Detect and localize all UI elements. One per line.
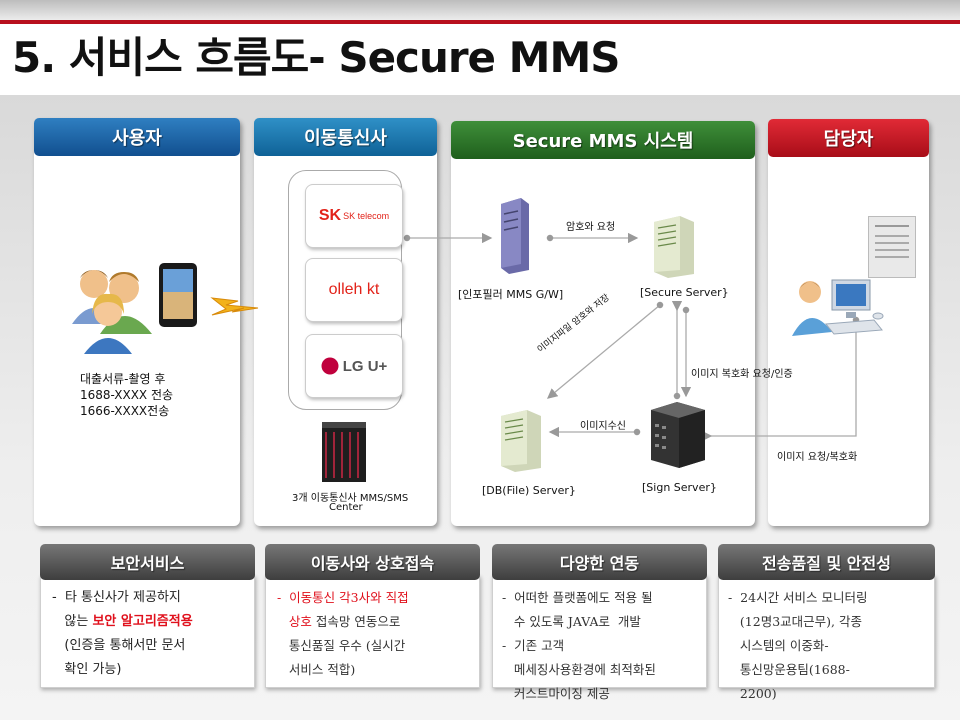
mms-center-label-1: 3개 이동통신사 MMS/SMS bbox=[292, 493, 409, 504]
feature-security-line-3: (인증을 통해서만 문서 bbox=[52, 638, 186, 653]
feature-quality-line-2: (12명3교대근무), 각종 bbox=[728, 614, 862, 629]
page-title: 5. 서비스 흐름도- Secure MMS bbox=[12, 33, 621, 82]
secure-to-db-line bbox=[546, 301, 664, 399]
image-decrypt-request-label: 이미지 복호화 요청/인증 bbox=[691, 369, 793, 380]
gateway-server-icon bbox=[501, 198, 529, 274]
image-receive-label: 이미지수신 bbox=[580, 421, 626, 432]
feature-integration-text: - 어떠한 플랫폼에도 적용 될 수 있도록 JAVA로 개발 - 기존 고객 … bbox=[502, 586, 656, 706]
user-column-header: 사용자 bbox=[34, 118, 240, 156]
feature-quality-line-5: 2200) bbox=[728, 686, 777, 701]
feature-security-line-1: - 타 통신사가 제공하지 bbox=[52, 590, 181, 605]
olleh-kt-logo: olleh kt bbox=[305, 258, 403, 322]
feature-interconnect-line-3: 통신품질 우수 (실시간 bbox=[277, 638, 406, 653]
operator-workstation-icon bbox=[792, 279, 884, 336]
lg-uplus-logo: LG U+ bbox=[305, 334, 403, 398]
secure-server-icon bbox=[654, 216, 694, 278]
lg-circle-icon bbox=[321, 357, 339, 375]
user-step-2: 1688-XXXX 전송 bbox=[80, 388, 174, 402]
feature-quality-line-1: - 24시간 서비스 모니터링 bbox=[728, 590, 868, 605]
sk-telecom-logo: SK SK telecom bbox=[305, 184, 403, 248]
users-group-icon bbox=[72, 270, 152, 354]
feature-interconnect-highlight: 상호 bbox=[277, 614, 312, 629]
sign-to-manager-line bbox=[701, 316, 860, 442]
feature-security-line-2: 않는 보안 알고리즘적용 bbox=[52, 610, 193, 634]
sign-server-icon bbox=[651, 402, 705, 468]
mms-center-server-icon bbox=[322, 422, 366, 482]
user-step-3: 1666-XXXX전송 bbox=[80, 404, 170, 418]
feature-integration-line-5: 커스트마이징 제공 bbox=[502, 686, 610, 701]
feature-quality-line-3: 시스템의 이중화- bbox=[728, 638, 829, 653]
secure-server-label: [Secure Server} bbox=[640, 286, 729, 299]
feature-interconnect-text: - 이동통신 각3사와 직접 상호 접속망 연동으로 통신품질 우수 (실시간 … bbox=[277, 586, 409, 682]
gateway-label: [인포필러 MMS G/W] bbox=[458, 288, 564, 301]
feature-security-line-2a: 않는 bbox=[52, 614, 93, 629]
feature-box-security bbox=[40, 575, 255, 688]
feature-integration-line-4: 메세징사용환경에 최적화된 bbox=[502, 662, 656, 677]
feature-box-integration bbox=[492, 575, 707, 688]
feature-interconnect-line-4: 서비스 적합) bbox=[277, 662, 356, 677]
accent-bar bbox=[0, 20, 960, 24]
feature-interconnect-line-2: 상호 접속망 연동으로 bbox=[277, 610, 409, 634]
user-step-1: 대출서류-촬영 후 bbox=[80, 372, 166, 386]
feature-interconnect-line-1: - 이동통신 각3사와 직접 bbox=[277, 590, 409, 605]
feature-integration-line-3: - 기존 고객 bbox=[502, 638, 565, 653]
carrier-column-header: 이동통신사 bbox=[254, 118, 437, 156]
feature-box-quality bbox=[718, 575, 935, 688]
manager-column-header: 담당자 bbox=[768, 119, 929, 157]
feature-security-text: - 타 통신사가 제공하지 않는 보안 알고리즘적용 (인증을 통해서만 문서 … bbox=[52, 586, 193, 682]
feature-integration-line-1: - 어떠한 플랫폼에도 적용 될 bbox=[502, 590, 653, 605]
tablet-icon bbox=[159, 263, 197, 327]
feature-title-security: 보안서비스 bbox=[40, 544, 255, 580]
image-request-decrypt-label: 이미지 요청/복호화 bbox=[777, 452, 858, 463]
feature-interconnect-line-2b: 접속망 연동으로 bbox=[311, 614, 401, 629]
lg-uplus-text: LG U+ bbox=[342, 357, 388, 375]
feature-security-highlight: 보안 알고리즘적용 bbox=[92, 614, 193, 629]
mms-center-label-2: Center bbox=[329, 502, 363, 513]
olleh-kt-text: olleh kt bbox=[328, 281, 380, 298]
encrypt-request-label: 암호와 요청 bbox=[566, 222, 616, 233]
feature-title-interconnect: 이동사와 상호접속 bbox=[265, 544, 480, 580]
feature-quality-text: - 24시간 서비스 모니터링 (12명3교대근무), 각종 시스템의 이중화-… bbox=[728, 586, 868, 706]
top-band bbox=[0, 0, 960, 20]
sign-server-label: [Sign Server} bbox=[642, 481, 717, 494]
feature-security-line-4: 확인 가능) bbox=[52, 662, 122, 677]
signal-zigzag bbox=[210, 297, 259, 316]
feature-integration-line-2: 수 있도록 JAVA로 개발 bbox=[502, 614, 641, 629]
db-server-label: [DB(File) Server} bbox=[482, 484, 576, 497]
feature-title-quality: 전송품질 및 안전성 bbox=[718, 544, 935, 580]
system-column-header: Secure MMS 시스템 bbox=[451, 121, 755, 159]
document-thumbnail bbox=[868, 216, 916, 278]
sk-telecom-text: SK telecom bbox=[343, 211, 390, 221]
feature-quality-line-4: 통신망운용팀(1688- bbox=[728, 662, 850, 677]
db-server-icon bbox=[501, 410, 541, 472]
feature-title-integration: 다양한 연동 bbox=[492, 544, 707, 580]
